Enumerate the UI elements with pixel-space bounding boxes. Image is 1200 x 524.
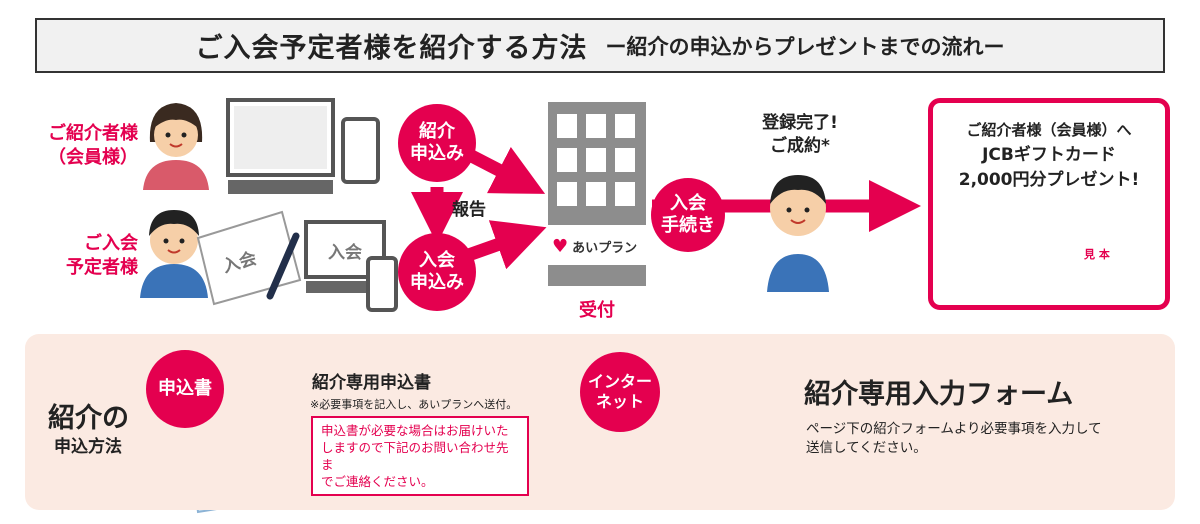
gift-box: ご紹介者様（会員様）へ JCBギフトカード 2,000円分プレゼント!: [928, 98, 1170, 310]
procedure-circle: 入会 手続き: [651, 178, 725, 252]
gift-line-2: JCBギフトカード: [982, 145, 1116, 165]
page-title: ご入会予定者様を紹介する方法: [195, 33, 588, 64]
page-subtitle: ー紹介の申込からプレゼントまでの流れー: [605, 34, 1005, 59]
application-form-icon: [196, 210, 302, 306]
paper-form-request-box: 申込書が必要な場合はお届けいた しますので下記のお問い合わせ先ま でご連絡くださ…: [311, 416, 529, 496]
method-subheading: 申込方法: [54, 437, 122, 457]
referrer-person-icon: [143, 103, 209, 190]
pc-application-icon: [304, 220, 398, 312]
gift-line-1: ご紹介者様（会員様）へ: [966, 121, 1132, 139]
referral-application-circle: 紹介 申込み: [398, 104, 476, 182]
prospect-person-icon: [140, 210, 208, 298]
building-icon: [548, 102, 646, 286]
smartphone-icon: [341, 117, 380, 184]
staff-person-icon: [767, 175, 829, 292]
gift-card-sample-text: 見 本: [1084, 248, 1110, 261]
referrer-label: ご紹介者様 （会員様）: [48, 123, 138, 168]
title-banner: ご入会予定者様を紹介する方法 ー紹介の申込からプレゼントまでの流れー: [35, 18, 1165, 73]
desktop-computer-icon: [226, 98, 335, 194]
method-heading: 紹介の: [48, 403, 129, 434]
screen-text: 入会: [328, 243, 362, 263]
paper-form-note: ※必要事項を記入し、あいプランへ送付。: [310, 398, 518, 411]
paper-form-badge: 申込書: [146, 350, 224, 428]
internet-badge: インター ネット: [580, 352, 660, 432]
prospect-label: ご入会 予定者様: [66, 233, 138, 278]
online-form-description: ページ下の紹介フォームより必要事項を入力して 送信してください。: [806, 421, 1102, 456]
paper-form-title: 紹介専用申込書: [312, 373, 431, 393]
gift-line-3: 2,000円分プレゼント!: [958, 170, 1140, 190]
report-label: 報告: [452, 200, 486, 220]
online-form-title: 紹介専用入力フォーム: [804, 379, 1074, 410]
heart-logo-icon: ♥: [552, 236, 569, 257]
aiplan-logo: ♥ あいプラン: [552, 236, 638, 257]
reception-label: 受付: [579, 300, 615, 321]
join-application-circle: 入会 申込み: [398, 233, 476, 311]
completion-label: 登録完了! ご成約*: [762, 113, 838, 156]
